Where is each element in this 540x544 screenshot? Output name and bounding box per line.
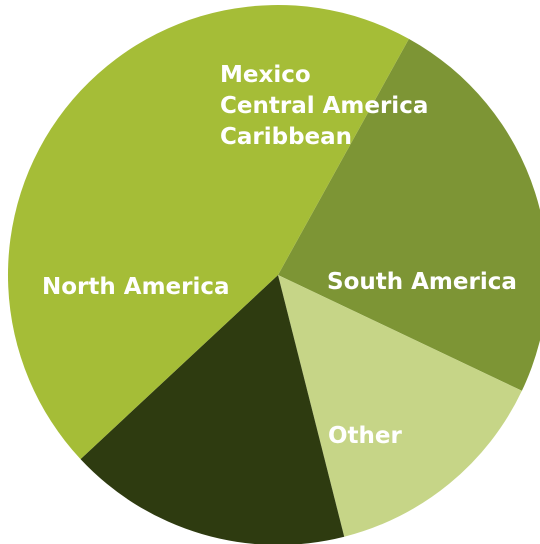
slice-label-line-mexico: Mexico (220, 62, 311, 88)
slice-label-line-caribbean: Caribbean (220, 124, 352, 150)
pie-slice-mexico-central-america-caribbean (278, 38, 540, 391)
pie-slice-south-america (278, 275, 522, 537)
pie-slices (7, 4, 540, 544)
pie-slice-north-america (7, 4, 409, 460)
slice-label-line-central-america: Central America (220, 93, 428, 119)
slice-label-south-america: South America (327, 269, 517, 295)
slice-label-mexico-central-america-caribbean: Mexico Central America Caribbean (220, 62, 436, 150)
slice-label-other: Other (328, 423, 403, 449)
slice-label-north-america: North America (42, 274, 230, 300)
pie-slice-other (80, 275, 345, 544)
